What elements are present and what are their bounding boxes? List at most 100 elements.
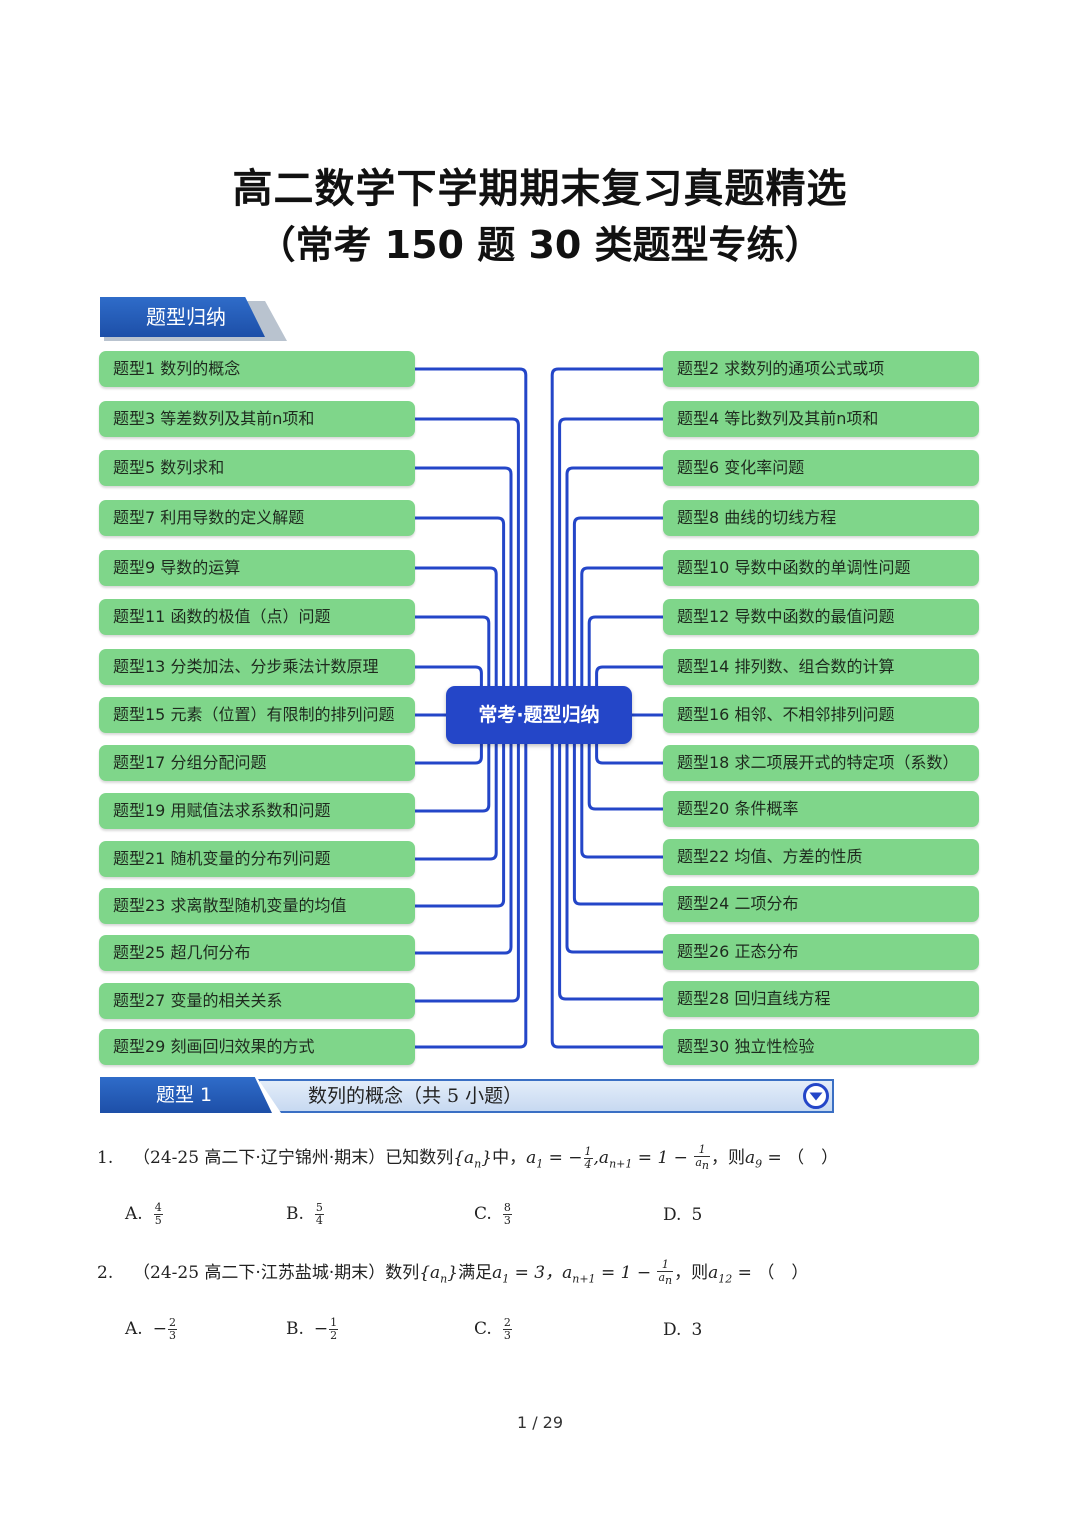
connector-line (415, 516, 506, 717)
topic-item[interactable]: 题型19 用赋值法求系数和问题 (99, 793, 415, 829)
topic-item[interactable]: 题型4 等比数列及其前n项和 (663, 401, 979, 437)
connector-line (565, 713, 663, 954)
question-text-end: ，则 (674, 1263, 709, 1283)
option-value: 3 (691, 1320, 703, 1340)
question-blank: = （ ） (732, 1263, 809, 1283)
topic-item[interactable]: 题型5 数列求和 (99, 450, 415, 486)
frac-num: 2 (167, 1316, 177, 1330)
connector-line (415, 713, 520, 1003)
question-source: （24-25 高二下·江苏盐城·期末）数列 (133, 1263, 420, 1283)
option-label: B. (286, 1204, 304, 1224)
type-bar[interactable]: 数列的概念（共 5 小题） (258, 1079, 834, 1113)
topic-item[interactable]: 题型26 正态分布 (663, 934, 979, 970)
connector-line (415, 466, 513, 717)
option-label: B. (286, 1319, 304, 1339)
math-target: a9 (744, 1148, 763, 1171)
topic-item[interactable]: 题型23 求离散型随机变量的均值 (99, 888, 415, 924)
topic-item[interactable]: 题型30 独立性检验 (663, 1029, 979, 1065)
connector-line (415, 665, 483, 717)
frac-den: 4 (315, 1214, 323, 1227)
connector-line (415, 713, 506, 908)
option-label: D. (663, 1205, 682, 1225)
option-label: A. (125, 1204, 143, 1224)
type-tab: 题型 1 (100, 1077, 272, 1113)
question-number: 2. (97, 1263, 114, 1283)
topic-item[interactable]: 题型13 分类加法、分步乘法计数原理 (99, 649, 415, 685)
frac-num: 8 (502, 1201, 512, 1215)
document-title: 高二数学下学期期末复习真题精选 (232, 166, 848, 212)
connector-line (558, 713, 663, 1001)
connector-line (415, 713, 498, 861)
topic-item[interactable]: 题型16 相邻、不相邻排列问题 (663, 697, 979, 733)
connector-line (415, 566, 498, 717)
topic-item[interactable]: 题型27 变量的相关关系 (99, 983, 415, 1019)
topic-item[interactable]: 题型18 求二项展开式的特定项（系数） (663, 745, 979, 781)
q1-option-d[interactable]: D.5 (663, 1205, 702, 1225)
topic-item[interactable]: 题型7 利用导数的定义解题 (99, 500, 415, 536)
topic-item[interactable]: 题型8 曲线的切线方程 (663, 500, 979, 536)
question-source: （24-25 高二下·辽宁锦州·期末）已知数列 (133, 1148, 454, 1168)
topic-item[interactable]: 题型22 均值、方差的性质 (663, 839, 979, 875)
topic-item[interactable]: 题型14 排列数、组合数的计算 (663, 649, 979, 685)
option-label: D. (663, 1320, 682, 1340)
topic-item[interactable]: 题型15 元素（位置）有限制的排列问题 (99, 697, 415, 733)
topic-item[interactable]: 题型9 导数的运算 (99, 550, 415, 586)
topic-item[interactable]: 题型1 数列的概念 (99, 351, 415, 387)
question-text-mid: 满足 (458, 1263, 493, 1283)
question-blank: = （ ） (762, 1148, 839, 1168)
connector-line (415, 713, 491, 813)
connector-line (415, 713, 483, 765)
topic-item[interactable]: 题型25 超几何分布 (99, 935, 415, 971)
frac-num: 5 (314, 1201, 324, 1215)
connector-line (587, 615, 663, 717)
topic-item[interactable]: 题型10 导数中函数的单调性问题 (663, 550, 979, 586)
frac-den: 2 (330, 1329, 338, 1342)
question-2: 2. （24-25 高二下·江苏盐城·期末）数列{an}满足a1 = 3，an+1… (97, 1258, 808, 1288)
topic-item[interactable]: 题型12 导数中函数的最值问题 (663, 599, 979, 635)
frac-den: 3 (168, 1329, 176, 1342)
topic-item[interactable]: 题型20 条件概率 (663, 791, 979, 827)
chevron-down-icon[interactable] (803, 1083, 829, 1109)
page-number: 1 / 29 (516, 1413, 564, 1432)
topic-item[interactable]: 题型2 求数列的通项公式或项 (663, 351, 979, 387)
frac-den: 3 (503, 1329, 511, 1342)
section-tab: 题型归纳 (100, 297, 265, 337)
topic-item[interactable]: 题型21 随机变量的分布列问题 (99, 841, 415, 877)
math-seq: {an} (419, 1263, 459, 1286)
connector-line (550, 713, 663, 1049)
math-target: a12 (708, 1263, 733, 1286)
connector-line (572, 516, 663, 717)
option-label: A. (125, 1319, 143, 1339)
connector-line (415, 713, 513, 955)
connector-line (565, 466, 663, 717)
topic-item[interactable]: 题型29 刻画回归效果的方式 (99, 1029, 415, 1065)
topic-item[interactable]: 题型17 分组分配问题 (99, 745, 415, 781)
topic-item[interactable]: 题型11 函数的极值（点）问题 (99, 599, 415, 635)
topic-item[interactable]: 题型24 二项分布 (663, 886, 979, 922)
connector-line (558, 417, 663, 717)
connector-line (550, 367, 663, 717)
center-node: 常考·题型归纳 (446, 686, 632, 744)
connector-line (580, 713, 663, 859)
frac-num: 2 (502, 1316, 512, 1330)
topic-item[interactable]: 题型3 等差数列及其前n项和 (99, 401, 415, 437)
topic-item[interactable]: 题型6 变化率问题 (663, 450, 979, 486)
connector-line (572, 713, 663, 906)
connector-line (415, 713, 528, 1049)
connector-line (415, 367, 528, 717)
topic-item[interactable]: 题型28 回归直线方程 (663, 981, 979, 1017)
q2-option-d[interactable]: D. 3 (663, 1320, 702, 1340)
option-label: C. (474, 1319, 492, 1339)
frac-den: 5 (154, 1214, 162, 1227)
question-number: 1. (97, 1148, 114, 1168)
option-label: C. (474, 1204, 492, 1224)
